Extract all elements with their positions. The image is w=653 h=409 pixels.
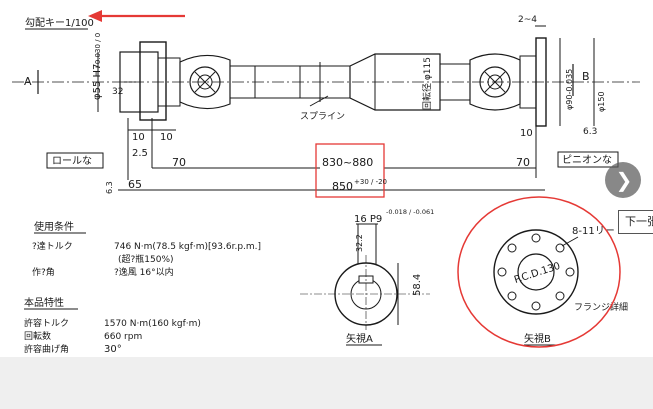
- dim-10c: 10: [520, 128, 533, 139]
- dim-70a: 70: [172, 156, 186, 169]
- engineering-drawing: 勾配キー1/100 φ55 H7 +0.030 / 0 32 スプライン 回転径…: [0, 0, 653, 357]
- flange-diameter: φ150: [597, 91, 606, 112]
- dim-2-4: 2~4: [518, 15, 537, 25]
- red-highlight-ellipse: [457, 196, 621, 348]
- flange-detail-label: フランジ詳細: [574, 301, 628, 313]
- dim-58-4: 58.4: [412, 274, 423, 296]
- cond-angle-label: 作?角: [32, 266, 55, 278]
- flange-fit-dim: φ90-0.035: [565, 69, 574, 110]
- spec-speed-label: 回転数: [24, 330, 51, 342]
- keyway-tolerance: -0.018 / -0.061: [386, 208, 434, 216]
- spec-angle-value: 30°: [104, 344, 122, 355]
- gradient-note: 勾配キー1/100: [25, 16, 94, 29]
- spec-title: 本品特性: [24, 296, 64, 309]
- viewer-bottom-bar: [0, 357, 653, 409]
- spec-speed-value: 660 rpm: [104, 332, 142, 342]
- view-a-marker: A: [24, 75, 32, 88]
- holes-label: 8-11リー: [572, 226, 615, 237]
- red-arrow-icon: [88, 10, 102, 22]
- dim-6-3a: 6.3: [583, 127, 597, 137]
- spline-label: スプライン: [300, 111, 345, 122]
- roll-label: ロールな: [52, 155, 92, 167]
- hub-tolerance: +0.030 / 0: [94, 33, 102, 70]
- cond-torque-value: 746 N·m(78.5 kgf·m)[93.6r.p.m.]: [114, 242, 261, 252]
- flange-bolt-holes: [497, 233, 575, 311]
- conditions-title: 使用条件: [34, 220, 74, 233]
- dim-32-2: 32.2: [355, 234, 364, 252]
- dim-length: 850: [332, 180, 353, 193]
- next-tooltip: 下一张: [618, 210, 653, 234]
- view-b-label: 矢視B: [524, 332, 551, 345]
- dim-70b: 70: [516, 156, 530, 169]
- dim-6-3b: 6.3: [105, 181, 114, 194]
- dim-10a: 10: [132, 132, 145, 143]
- pinion-label: ピニオンな: [562, 154, 612, 166]
- spec-torque-value: 1570 N·m(160 kgf·m): [104, 319, 201, 329]
- dim-length-range: 830~880: [322, 156, 373, 169]
- dim-length-tolerance: +30 / -20: [354, 178, 387, 186]
- dim-32: 32: [112, 87, 123, 97]
- next-image-button[interactable]: ❯: [605, 162, 641, 198]
- dim-65: 65: [128, 178, 142, 191]
- dim-10b: 10: [160, 132, 173, 143]
- rotation-diameter: 回転径 φ115: [421, 57, 433, 110]
- cond-torque-label: ?達トルク: [32, 240, 73, 252]
- spec-torque-label: 許容トルク: [24, 317, 69, 329]
- view-b-marker: B: [582, 70, 590, 83]
- chevron-right-icon: ❯: [615, 168, 633, 192]
- view-a-label: 矢視A: [346, 332, 373, 345]
- cond-angle-value: ?逸風 16°以内: [114, 266, 174, 278]
- cond-torque-sub: (超?瓶150%): [118, 253, 174, 265]
- dim-2-5: 2.5: [132, 148, 148, 159]
- keyway-dim: 16 P9: [354, 214, 382, 225]
- spec-angle-label: 許容曲げ角: [24, 343, 69, 355]
